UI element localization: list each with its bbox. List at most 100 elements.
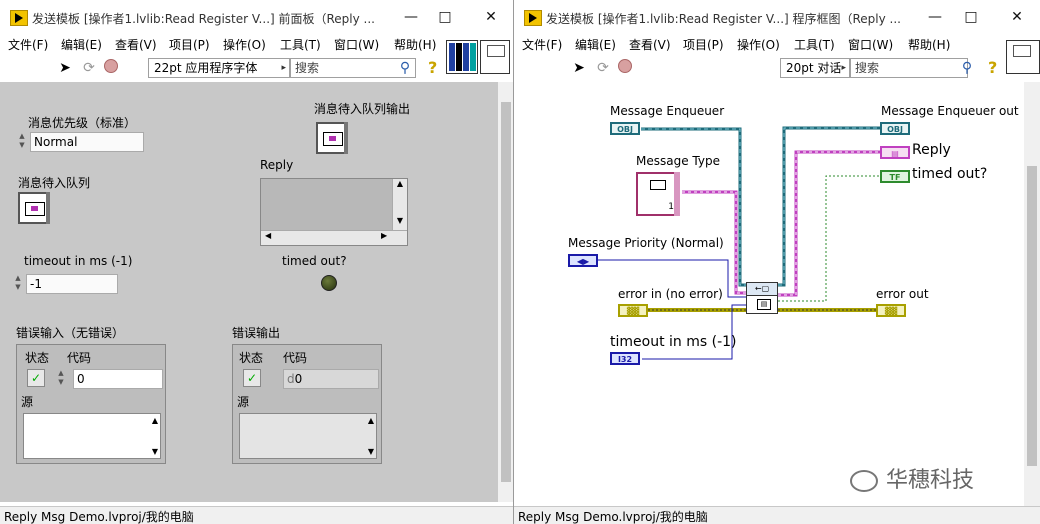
menu-operate[interactable]: 操作(O) (223, 38, 266, 52)
run-arrow-icon[interactable]: ➤ (59, 60, 71, 76)
timeout-arrows[interactable]: ▲▼ (15, 274, 21, 291)
reply-indicator: ▲ ▼ ◀ ▶ (260, 178, 408, 246)
error-out-label: error out (876, 287, 929, 301)
maximize-icon[interactable]: □ (964, 9, 978, 25)
menu-help[interactable]: 帮助(H) (908, 38, 951, 52)
minimize-icon[interactable]: — (928, 9, 942, 25)
error-in-label: 错误输入（无错误） (16, 326, 125, 340)
reply-vscroll[interactable]: ▲ ▼ (392, 179, 407, 231)
error-in-status-label: 状态 (25, 351, 50, 365)
search-input[interactable]: 搜索 (290, 58, 416, 78)
msg-type-const-value: 1 (668, 202, 674, 212)
msg-enqueuer-terminal[interactable]: OBJ (610, 122, 640, 135)
queue-out-label: 消息待入队列输出 (314, 102, 411, 116)
abort-icon[interactable] (616, 59, 634, 77)
timeout-label: timeout in ms (-1) (610, 334, 737, 350)
timed-out-label: timed out? (282, 254, 347, 268)
error-out-code-prefix: d (287, 372, 295, 386)
search-icon[interactable]: ⚲ (961, 60, 973, 76)
menu-project[interactable]: 项目(P) (169, 38, 210, 52)
front-panel-vscroll[interactable] (498, 82, 513, 502)
block-diagram-titlebar[interactable]: 发送模板 [操作者1.lvlib:Read Register V...] 程序框… (514, 0, 1040, 34)
error-in-status-checkbox[interactable]: ✓ (27, 369, 45, 387)
error-in-source-field[interactable]: ▲ ▼ (23, 413, 161, 459)
labview-app-icon (10, 10, 28, 26)
labview-app-icon (524, 10, 542, 26)
error-out-status-label: 状态 (239, 351, 264, 365)
error-in-label: error in (no error) (618, 287, 723, 301)
font-selector[interactable]: 20pt 对话▸ (780, 58, 850, 78)
block-diagram-canvas: Message Enqueuer OBJ Message Type 1 Mess… (514, 82, 1024, 508)
menu-edit[interactable]: 编辑(E) (61, 38, 102, 52)
front-panel-statusbar: Reply Msg Demo.lvproj/我的电脑 (0, 506, 513, 524)
msg-priority-terminal[interactable]: ◀▶ (568, 254, 598, 267)
connector-pane-icon[interactable] (480, 40, 510, 74)
wire-timed-out (778, 175, 880, 302)
block-diagram-project-path: Reply Msg Demo.lvproj/我的电脑 (518, 510, 708, 524)
error-out-code-value: 0 (294, 372, 303, 386)
menu-operate[interactable]: 操作(O) (737, 38, 780, 52)
menu-tools[interactable]: 工具(T) (280, 38, 321, 52)
block-diagram-toolbar: ➤ ⟳ 20pt 对话▸ 搜索 ⚲ ? (514, 55, 1040, 81)
msg-enqueuer-label: Message Enqueuer (610, 104, 725, 118)
search-icon[interactable]: ⚲ (399, 60, 411, 76)
send-and-wait-subvi[interactable]: ←▢ ▤ (746, 282, 778, 314)
timed-out-terminal[interactable]: TF (880, 170, 910, 183)
font-selector[interactable]: 22pt 应用程序字体▸ (148, 58, 290, 78)
queue-in-label: 消息待入队列 (18, 176, 91, 190)
block-diagram-title: 发送模板 [操作者1.lvlib:Read Register V...] 程序框… (546, 12, 901, 26)
menu-edit[interactable]: 编辑(E) (575, 38, 616, 52)
msg-priority-label: Message Priority (Normal) (568, 236, 724, 250)
error-out-terminal[interactable]: ▓▓ (876, 304, 906, 317)
menu-window[interactable]: 窗口(W) (334, 38, 380, 52)
front-panel-titlebar[interactable]: 发送模板 [操作者1.lvlib:Read Register V...] 前面板… (0, 0, 513, 34)
reply-hscroll[interactable]: ◀ ▶ (261, 230, 407, 245)
close-icon[interactable]: ✕ (1011, 9, 1023, 25)
error-out-label: 错误输出 (232, 326, 281, 340)
wire-layer (598, 126, 880, 360)
menu-tools[interactable]: 工具(T) (794, 38, 835, 52)
queue-in-control-icon[interactable] (18, 192, 50, 224)
menu-help[interactable]: 帮助(H) (394, 38, 437, 52)
error-in-code-field[interactable]: 0 (73, 369, 163, 389)
maximize-icon[interactable]: □ (438, 9, 452, 25)
msg-type-constant[interactable]: 1 (636, 172, 680, 216)
watermark: 华穗科技 (850, 462, 974, 494)
enqueuer-out-terminal[interactable]: OBJ (880, 122, 910, 135)
search-input[interactable]: 搜索 (850, 58, 968, 78)
menu-file[interactable]: 文件(F) (8, 38, 49, 52)
minimize-icon[interactable]: — (404, 9, 418, 25)
timeout-terminal[interactable]: I32 (610, 352, 640, 365)
run-arrow-icon[interactable]: ➤ (573, 60, 585, 76)
error-out-cluster: 状态 代码 ✓ d0 源 ▲ ▼ (232, 344, 382, 464)
error-in-code-arrows[interactable]: ▲▼ (58, 369, 64, 386)
menu-view[interactable]: 查看(V) (115, 38, 157, 52)
help-icon[interactable]: ? (988, 58, 998, 77)
abort-icon[interactable] (102, 59, 120, 77)
run-continuous-icon[interactable]: ⟳ (597, 60, 609, 76)
reply-label: Reply (260, 158, 294, 172)
block-diagram-vscroll[interactable] (1024, 82, 1040, 508)
error-in-code-label: 代码 (67, 351, 92, 365)
vi-icon-pane[interactable] (446, 40, 478, 74)
priority-ring-arrows[interactable]: ▲▼ (19, 132, 25, 149)
help-icon[interactable]: ? (428, 58, 438, 77)
wire-priority (598, 259, 746, 298)
menu-project[interactable]: 项目(P) (683, 38, 724, 52)
error-in-terminal[interactable]: ▓▓ (618, 304, 648, 317)
enqueuer-out-label: Message Enqueuer out (881, 104, 1019, 118)
priority-ring-control[interactable]: Normal (30, 132, 144, 152)
menu-file[interactable]: 文件(F) (522, 38, 563, 52)
msg-type-label: Message Type (636, 154, 720, 168)
block-diagram-statusbar: Reply Msg Demo.lvproj/我的电脑 (514, 506, 1040, 524)
menu-window[interactable]: 窗口(W) (848, 38, 894, 52)
close-icon[interactable]: ✕ (485, 9, 497, 25)
run-continuous-icon[interactable]: ⟳ (83, 60, 95, 76)
wire-reply-out (778, 150, 880, 297)
reply-terminal[interactable]: ▤ (880, 146, 910, 159)
queue-out-indicator-icon (316, 122, 348, 154)
block-diagram-menubar: 文件(F) 编辑(E) 查看(V) 项目(P) 操作(O) 工具(T) 窗口(W… (514, 34, 1040, 54)
timeout-numeric-control[interactable]: -1 (26, 274, 118, 294)
menu-view[interactable]: 查看(V) (629, 38, 671, 52)
timed-out-terminal-label: timed out? (912, 166, 988, 182)
